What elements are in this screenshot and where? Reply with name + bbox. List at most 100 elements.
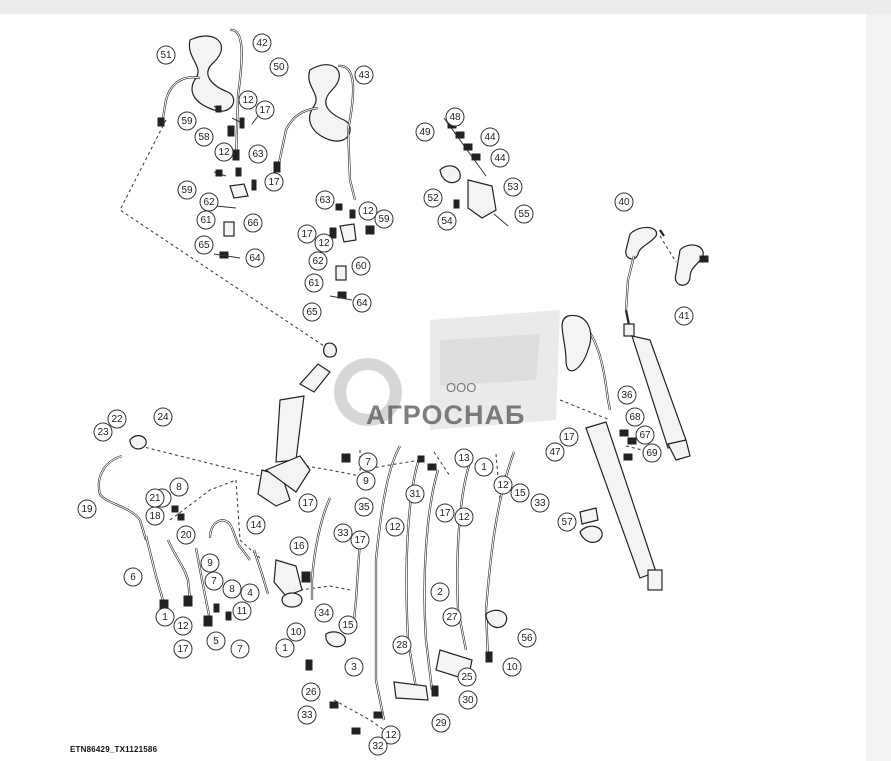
- hose-assembly-40-41: [624, 226, 709, 311]
- figure-caption: ETN86429_TX1121586: [70, 745, 158, 754]
- callout-44: 44: [480, 127, 500, 147]
- callout-number: 15: [514, 488, 526, 499]
- callout-number: 12: [318, 238, 330, 249]
- callout-53: 53: [503, 177, 523, 197]
- callout-12: 12: [493, 475, 513, 495]
- callout-number: 41: [678, 311, 690, 322]
- callout-number: 15: [342, 620, 354, 631]
- callout-number: 26: [305, 687, 317, 698]
- callout-number: 58: [198, 132, 210, 143]
- callout-number: 42: [256, 38, 268, 49]
- callout-17: 17: [435, 503, 455, 523]
- callout-number: 54: [441, 216, 453, 227]
- callout-15: 15: [338, 615, 358, 635]
- callout-65: 65: [302, 302, 322, 322]
- callout-23: 23: [93, 422, 113, 442]
- callout-number: 17: [563, 432, 575, 443]
- callout-34: 34: [314, 603, 334, 623]
- callout-1: 1: [474, 457, 494, 477]
- callout-7: 7: [204, 571, 224, 591]
- callout-number: 12: [242, 95, 254, 106]
- callout-number: 34: [318, 608, 330, 619]
- callout-number: 49: [419, 127, 431, 138]
- callout-number: 8: [176, 482, 182, 493]
- callout-number: 7: [237, 644, 243, 655]
- callout-29: 29: [431, 713, 451, 733]
- callout-number: 7: [365, 457, 371, 468]
- callout-17: 17: [264, 172, 284, 192]
- callout-59: 59: [374, 209, 394, 229]
- callout-17: 17: [350, 530, 370, 550]
- callout-number: 60: [355, 261, 367, 272]
- callout-17: 17: [255, 100, 275, 120]
- callout-63: 63: [248, 144, 268, 164]
- callout-49: 49: [415, 122, 435, 142]
- callout-48: 48: [445, 107, 465, 127]
- callout-number: 11: [237, 606, 248, 617]
- tube-set-left: [97, 435, 270, 627]
- callout-17: 17: [173, 639, 193, 659]
- callout-64: 64: [352, 293, 372, 313]
- callout-number: 62: [312, 256, 324, 267]
- callout-number: 63: [252, 149, 264, 160]
- callout-36: 36: [617, 385, 637, 405]
- callout-number: 33: [534, 498, 546, 509]
- callout-28: 28: [392, 635, 412, 655]
- callout-number: 64: [356, 298, 368, 309]
- callout-16: 16: [289, 536, 309, 556]
- callout-63: 63: [315, 190, 335, 210]
- callout-17: 17: [297, 224, 317, 244]
- callout-number: 10: [290, 627, 302, 638]
- fittings-upper-left: [213, 105, 259, 259]
- callout-21: 21: [145, 488, 165, 508]
- callout-55: 55: [514, 204, 534, 224]
- callout-number: 53: [507, 182, 519, 193]
- callout-number: 17: [177, 644, 189, 655]
- callout-number: 17: [301, 229, 313, 240]
- callout-number: 12: [177, 621, 189, 632]
- callout-42: 42: [252, 33, 272, 53]
- callout-60: 60: [351, 256, 371, 276]
- callout-number: 61: [308, 278, 320, 289]
- callout-number: 27: [446, 612, 458, 623]
- callout-number: 57: [561, 517, 573, 528]
- callout-number: 12: [385, 730, 397, 741]
- callout-number: 3: [351, 662, 357, 673]
- callout-number: 12: [458, 512, 470, 523]
- callout-number: 62: [203, 197, 215, 208]
- callout-number: 17: [302, 498, 314, 509]
- top-bar: [0, 0, 891, 14]
- scroll-gutter[interactable]: [866, 14, 891, 761]
- callout-57: 57: [557, 512, 577, 532]
- callout-67: 67: [635, 425, 655, 445]
- callout-number: 47: [549, 447, 561, 458]
- callout-54: 54: [437, 211, 457, 231]
- fittings-upper-center: [329, 203, 375, 301]
- callout-5: 5: [206, 631, 226, 651]
- callout-number: 5: [213, 636, 219, 647]
- callout-50: 50: [269, 57, 289, 77]
- callout-number: 67: [639, 430, 651, 441]
- callout-number: 17: [354, 535, 366, 546]
- callout-number: 56: [521, 633, 533, 644]
- callout-8: 8: [222, 579, 242, 599]
- callout-27: 27: [442, 607, 462, 627]
- callout-59: 59: [177, 111, 197, 131]
- callout-11: 11: [232, 601, 252, 621]
- callout-33: 33: [297, 705, 317, 725]
- callout-2: 2: [430, 582, 450, 602]
- callout-1: 1: [155, 607, 175, 627]
- callout-number: 32: [372, 741, 384, 752]
- callout-number: 2: [437, 587, 443, 598]
- callout-62: 62: [199, 192, 219, 212]
- callout-61: 61: [304, 273, 324, 293]
- callout-number: 65: [306, 307, 318, 318]
- callout-number: 59: [181, 116, 193, 127]
- callout-17: 17: [298, 493, 318, 513]
- callout-number: 1: [481, 462, 487, 473]
- callout-number: 55: [518, 209, 530, 220]
- callout-61: 61: [196, 210, 216, 230]
- callout-number: 14: [250, 520, 262, 531]
